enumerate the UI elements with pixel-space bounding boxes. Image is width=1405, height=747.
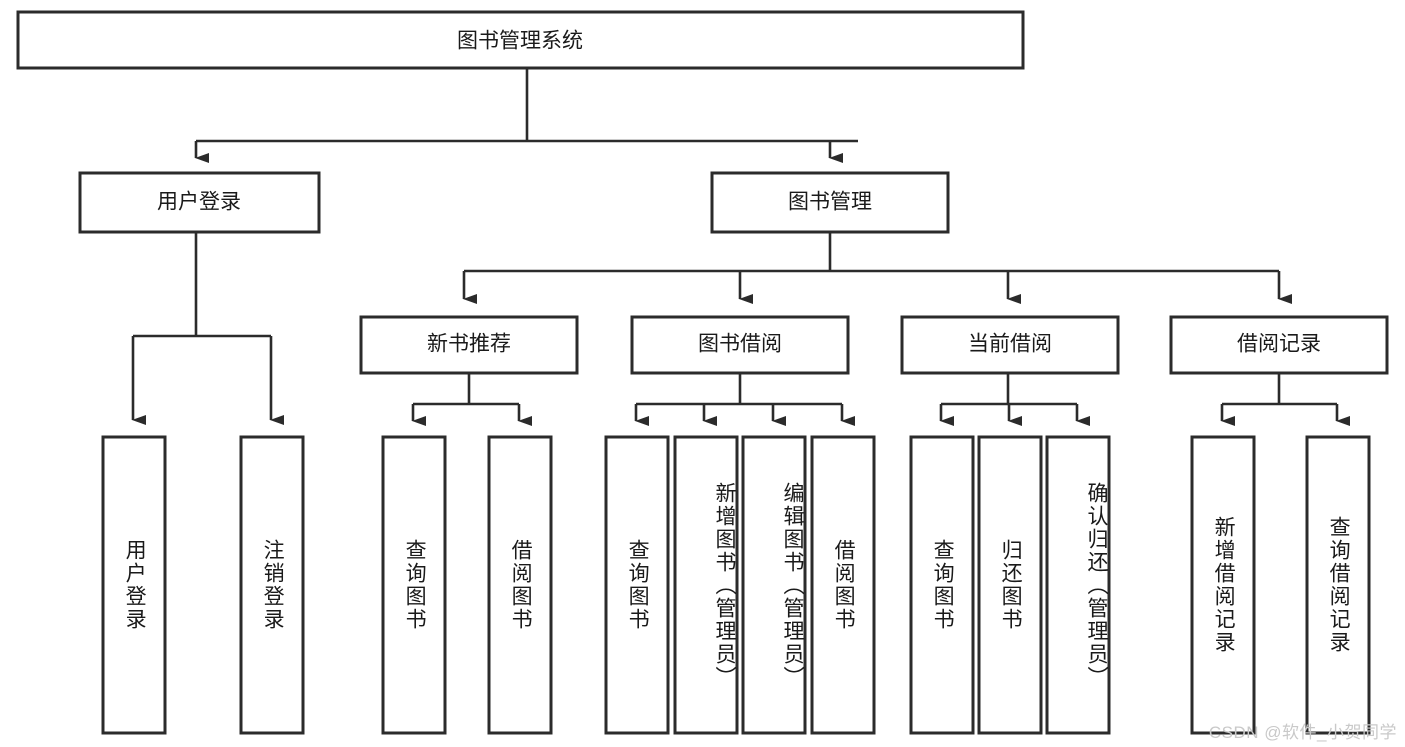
leaf-node-query-book-recommend[interactable]: [381, 435, 447, 735]
leaf-node-borrow-book[interactable]: [810, 435, 876, 735]
node-user-login-label: 用户登录: [157, 191, 241, 214]
connector-record-to-leaves: [1220, 373, 1350, 426]
node-current-borrow[interactable]: 当前借阅: [900, 315, 1120, 375]
connector-root-to-level2: [194, 68, 858, 163]
leaf-node-borrow-book-recommend[interactable]: [487, 435, 553, 735]
leaf-node-query-borrow-record[interactable]: [1305, 435, 1371, 735]
connector-recommend-to-leaves: [411, 373, 532, 426]
node-current-borrow-label: 当前借阅: [968, 333, 1052, 356]
connector-current-to-leaves: [939, 373, 1090, 426]
leaf-node-add-book-admin[interactable]: [673, 435, 739, 735]
leaf-node-add-borrow-record[interactable]: [1190, 435, 1256, 735]
leaf-node-user-login[interactable]: [101, 435, 167, 735]
node-book-management-label: 图书管理: [788, 191, 872, 214]
leaf-node-confirm-return-admin[interactable]: [1045, 435, 1111, 735]
node-book-borrow[interactable]: 图书借阅: [630, 315, 850, 375]
node-new-book-recommend-label: 新书推荐: [427, 333, 511, 356]
node-borrow-record[interactable]: 借阅记录: [1169, 315, 1389, 375]
leaf-node-query-book-current[interactable]: [909, 435, 975, 735]
leaf-node-return-book[interactable]: [977, 435, 1043, 735]
connector-book-mgmt-to-level3: [462, 233, 1292, 304]
leaf-node-logout[interactable]: [239, 435, 305, 735]
leaf-node-query-book-borrow[interactable]: [604, 435, 670, 735]
node-user-login[interactable]: 用户登录: [78, 171, 321, 234]
node-root-library-system[interactable]: 图书管理系统: [16, 10, 1025, 70]
node-root-label: 图书管理系统: [457, 30, 583, 53]
leaf-node-edit-book-admin[interactable]: [741, 435, 807, 735]
connector-user-login-to-leaves: [131, 233, 284, 425]
node-book-borrow-label: 图书借阅: [698, 333, 782, 356]
node-borrow-record-label: 借阅记录: [1237, 333, 1321, 356]
csdn-watermark: CSDN @软件_小贺同学: [1208, 723, 1397, 742]
node-book-management[interactable]: 图书管理: [710, 171, 950, 234]
node-new-book-recommend[interactable]: 新书推荐: [359, 315, 579, 375]
connector-borrow-to-leaves: [634, 373, 855, 426]
